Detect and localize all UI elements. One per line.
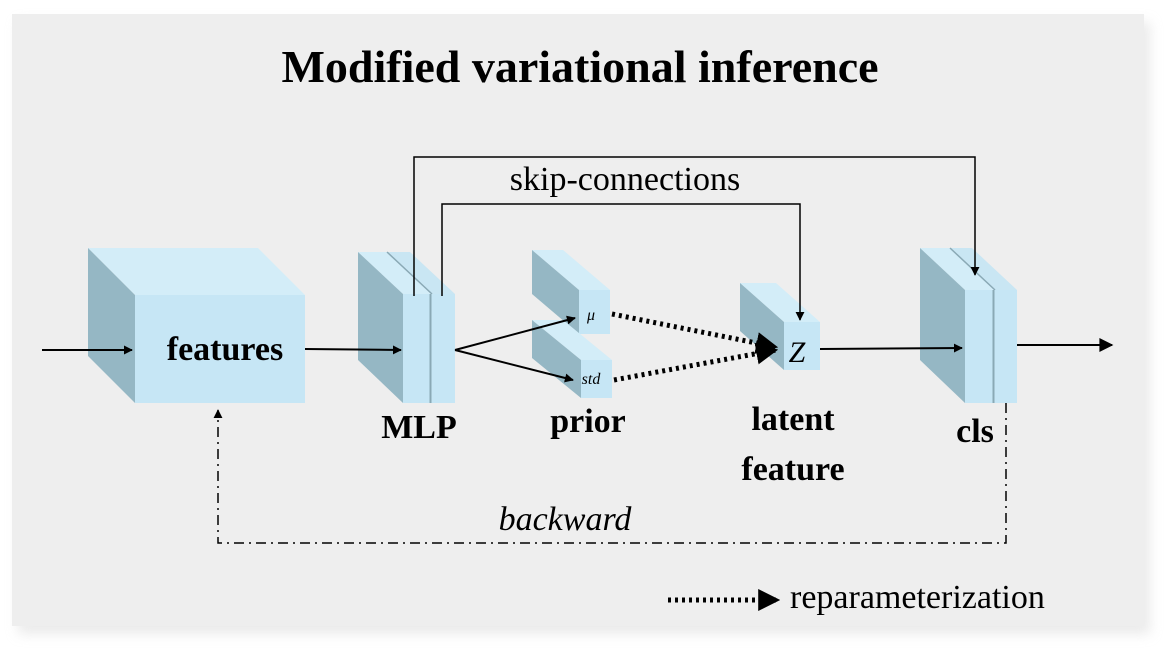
- skip-connections-label: skip-connections: [510, 161, 740, 198]
- mu-label: μ: [586, 307, 595, 324]
- mlp-to-mu-arrow: [454, 315, 576, 351]
- z-label: Z: [789, 336, 806, 369]
- diagram-title: Modified variational inference: [281, 41, 878, 92]
- mlp-label: MLP: [381, 409, 457, 446]
- prior-label: prior: [550, 403, 626, 440]
- legend: reparameterization: [668, 579, 1045, 616]
- features-to-mlp-arrow: [304, 345, 402, 355]
- skip-connection-inner: [441, 203, 805, 321]
- cls-block: cls: [920, 247, 1017, 450]
- backward-path: [213, 403, 1007, 544]
- prior-mu-block: μ: [532, 250, 610, 334]
- mlp-block: MLP: [358, 251, 457, 446]
- features-block: features: [88, 248, 305, 403]
- latent-label-line2: feature: [741, 451, 844, 488]
- features-label: features: [167, 331, 283, 368]
- skip-connection-outer: [413, 156, 980, 296]
- backward-label: backward: [499, 501, 633, 538]
- legend-label: reparameterization: [790, 579, 1045, 616]
- skip-connections: [413, 156, 980, 321]
- mlp-to-std-arrow: [454, 349, 574, 383]
- main-flow-arrows: [42, 315, 1114, 383]
- latent-label-line1: latent: [751, 401, 835, 438]
- std-label: std: [582, 371, 602, 388]
- prior-std-block: std: [532, 320, 612, 398]
- cls-label: cls: [956, 413, 994, 450]
- z-to-cls-arrow: [819, 343, 963, 353]
